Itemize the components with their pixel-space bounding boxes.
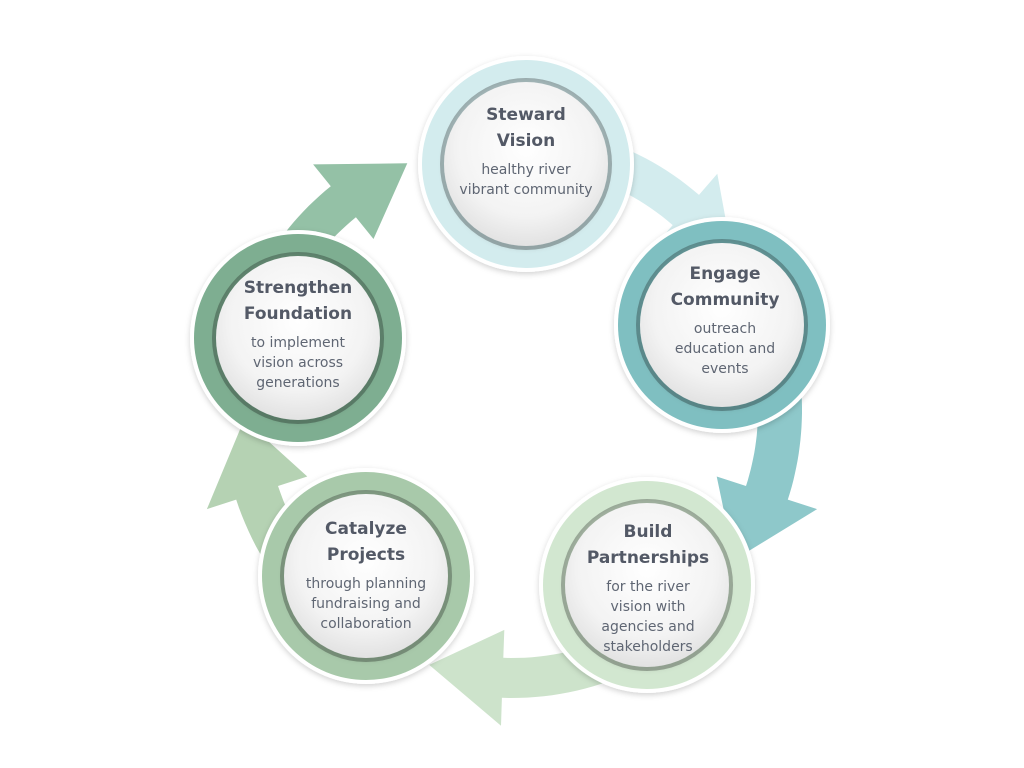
node-title: Build Partnerships <box>586 522 710 568</box>
node-description: through planning fundraising and collabo… <box>305 576 427 632</box>
node-circle-build-partnerships <box>539 477 755 693</box>
node-title: Engage Community <box>670 264 780 310</box>
node-title: Strengthen Foundation <box>243 278 353 324</box>
node-circle-engage-community <box>614 217 830 433</box>
node-build-partnerships: Build Partnerships for the river vision … <box>567 519 729 657</box>
node-description: for the river vision with agencies and s… <box>601 579 695 655</box>
node-title: Steward Vision <box>486 105 566 151</box>
node-circle-strengthen-foundation <box>190 230 406 446</box>
node-description: outreach education and events <box>674 321 776 377</box>
node-description: to implement vision across generations <box>250 335 346 391</box>
node-face <box>444 82 608 246</box>
cycle-nodes <box>190 56 830 693</box>
node-strengthen-foundation: Strengthen Foundation to implement visio… <box>216 275 380 393</box>
node-circle-catalyze-projects <box>258 468 474 684</box>
node-face <box>216 256 380 420</box>
node-face <box>640 243 804 407</box>
node-title: Catalyze Projects <box>325 519 407 565</box>
node-description: healthy river vibrant community <box>459 162 593 198</box>
node-face <box>565 503 729 667</box>
node-catalyze-projects: Catalyze Projects through planning fundr… <box>286 516 446 634</box>
node-circle-steward-vision <box>418 56 634 272</box>
node-engage-community: Engage Community outreach education and … <box>640 261 810 379</box>
node-steward-vision: Steward Vision healthy river vibrant com… <box>446 102 606 200</box>
node-face <box>284 494 448 658</box>
